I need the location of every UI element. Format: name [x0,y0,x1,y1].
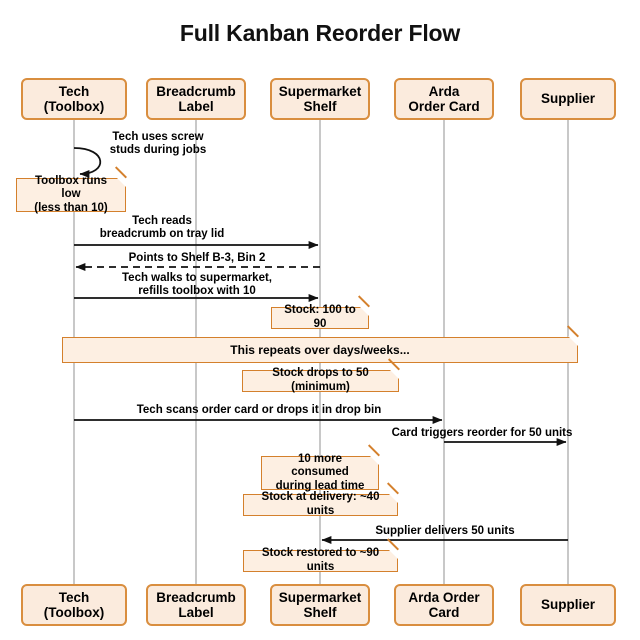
page-title: Full Kanban Reorder Flow [179,20,461,46]
note-stock-100-to-90: Stock: 100 to 90 [271,304,370,330]
message-label-m6: Card triggers reorder for 50 units [391,427,573,439]
participant-card-top[interactable]: Arda Order Card [394,78,494,120]
message-label-m7: Supplier delivers 50 units [375,525,515,537]
note-toolbox-runs-low: Toolbox runs low (less than 10) [16,175,127,214]
note-10-more-consumed: 10 more consumed during lead time [261,453,380,492]
participant-shelf-bottom[interactable]: Supermarket Shelf [270,584,370,626]
message-label-m5: Tech scans order card or drops it in dro… [136,404,382,416]
message-label-m3: Points to Shelf B-3, Bin 2 [128,252,266,264]
participant-tech-bottom[interactable]: Tech (Toolbox) [21,584,127,626]
note-stock-drops-to-50: Stock drops to 50 (minimum) [242,367,400,393]
message-label-m2: Tech reads breadcrumb on tray lid [99,215,225,241]
participant-supplier-top[interactable]: Supplier [520,78,616,120]
note-this-repeats: This repeats over days/weeks... [62,336,579,363]
participant-supplier-bottom[interactable]: Supplier [520,584,616,626]
message-label-m1: Tech uses screw studs during jobs [109,131,207,157]
participant-breadcrumb-top[interactable]: Breadcrumb Label [146,78,246,120]
participant-breadcrumb-bottom[interactable]: Breadcrumb Label [146,584,246,626]
participant-tech-top[interactable]: Tech (Toolbox) [21,78,127,120]
participant-shelf-top[interactable]: Supermarket Shelf [270,78,370,120]
participant-card-bottom[interactable]: Arda Order Card [394,584,494,626]
note-stock-at-delivery: Stock at delivery: ~40 units [243,491,399,517]
message-label-m4: Tech walks to supermarket, refills toolb… [122,272,272,298]
note-stock-restored: Stock restored to ~90 units [243,547,399,573]
